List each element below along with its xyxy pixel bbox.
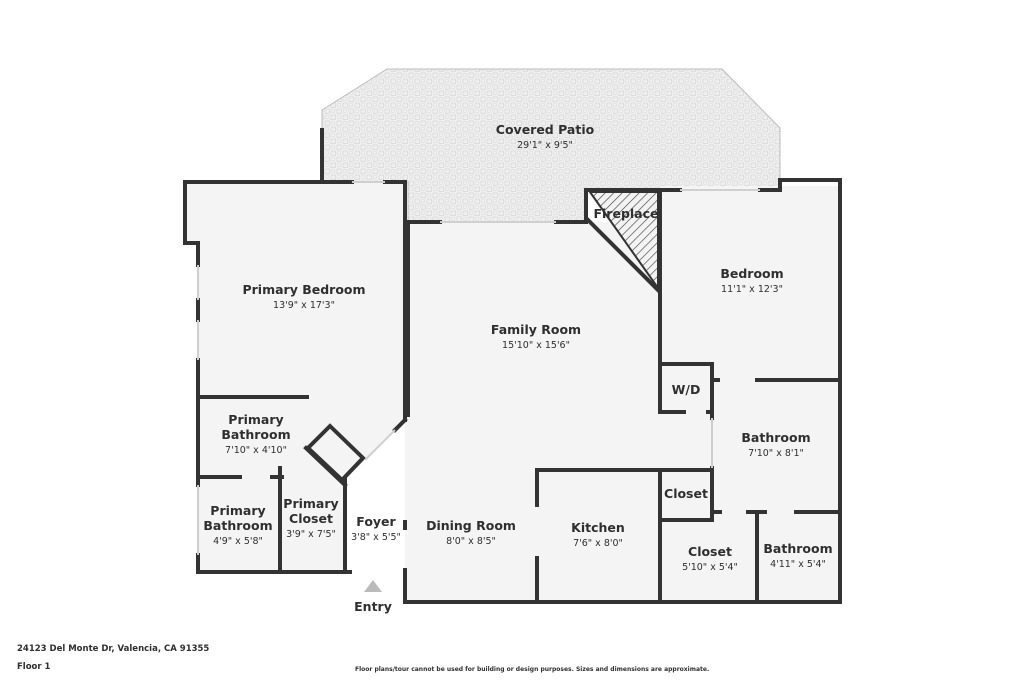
bathroom-2-name: Bathroom — [763, 541, 832, 556]
primary-closet-name-line2: Closet — [289, 511, 333, 526]
bathroom-1-name: Bathroom — [741, 430, 810, 445]
property-address: 24123 Del Monte Dr, Valencia, CA 91355 — [17, 644, 210, 654]
dining-room-name: Dining Room — [426, 518, 516, 533]
primary-bathroom-2-name-line1: Primary — [210, 503, 265, 518]
floor-label: Floor 1 — [17, 662, 51, 672]
primary-bedroom-name: Primary Bedroom — [242, 282, 365, 297]
wd-label: W/D — [672, 382, 701, 397]
kitchen-dims: 7'6" x 8'0" — [573, 538, 623, 549]
primary-bathroom-1-name-line1: Primary — [228, 412, 283, 427]
closet-2-name: Closet — [688, 544, 732, 559]
primary-bathroom-1-dims: 7'10" x 4'10" — [225, 445, 287, 456]
primary-bathroom-1-name-line2: Bathroom — [221, 427, 290, 442]
disclaimer-text: Floor plans/tour cannot be used for buil… — [355, 666, 710, 673]
foyer-dims: 3'8" x 5'5" — [351, 532, 401, 543]
entry-label: Entry — [354, 599, 392, 614]
closet-2-dims: 5'10" x 5'4" — [682, 562, 738, 573]
bedroom-name: Bedroom — [720, 266, 783, 281]
family-room-name: Family Room — [491, 322, 581, 337]
kitchen-name: Kitchen — [571, 520, 625, 535]
covered-patio-name: Covered Patio — [496, 122, 595, 137]
primary-bedroom-dims: 13'9" x 17'3" — [273, 300, 335, 311]
primary-closet-name-line1: Primary — [283, 496, 338, 511]
interior-floor — [185, 182, 840, 600]
bathroom-2-dims: 4'11" x 5'4" — [770, 559, 826, 570]
walls — [183, 128, 842, 604]
closet-1-name: Closet — [664, 486, 708, 501]
fireplace-label: Fireplace — [593, 206, 658, 221]
primary-closet-dims: 3'9" x 7'5" — [286, 529, 336, 540]
foyer-name: Foyer — [356, 514, 396, 529]
bathroom-1-dims: 7'10" x 8'1" — [748, 448, 804, 459]
primary-bathroom-2-name-line2: Bathroom — [203, 518, 272, 533]
windows — [197, 181, 760, 555]
dining-room-dims: 8'0" x 8'5" — [446, 536, 496, 547]
primary-bathroom-2-dims: 4'9" x 5'8" — [213, 536, 263, 547]
family-room-dims: 15'10" x 15'6" — [502, 340, 570, 351]
entry-arrow-icon — [364, 580, 382, 592]
bedroom-dims: 11'1" x 12'3" — [721, 284, 783, 295]
covered-patio-dims: 29'1" x 9'5" — [517, 140, 573, 151]
